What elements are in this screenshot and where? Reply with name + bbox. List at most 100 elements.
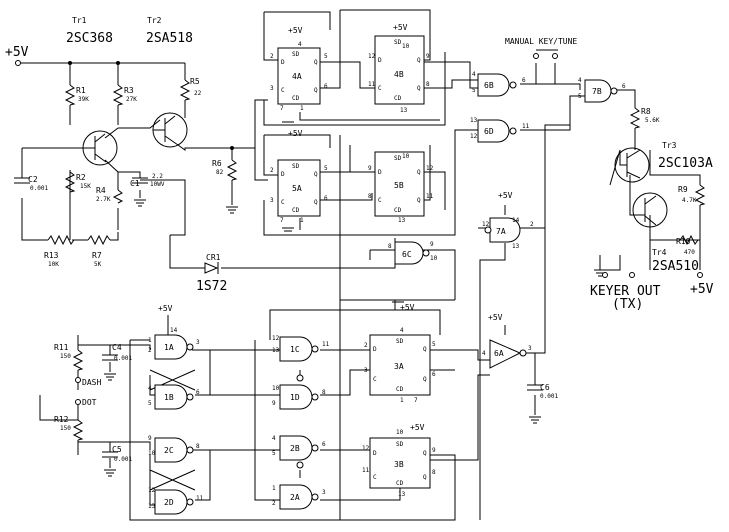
svg-text:2: 2 xyxy=(364,342,368,349)
svg-text:8: 8 xyxy=(432,469,436,476)
svg-text:3: 3 xyxy=(270,197,274,204)
gate-1d-label: 1D xyxy=(290,393,300,402)
manual-key-label: MANUAL KEY/TUNE xyxy=(505,37,577,46)
ff-3a-sd: SD xyxy=(396,338,404,345)
svg-text:5: 5 xyxy=(148,400,152,407)
svg-text:1: 1 xyxy=(148,337,152,344)
svg-text:14: 14 xyxy=(170,327,178,334)
supply-label-3b: +5V xyxy=(410,423,425,432)
ff-3a-q: Q xyxy=(423,346,427,353)
gate-6a xyxy=(489,339,522,369)
svg-text:7: 7 xyxy=(414,397,418,404)
svg-text:7: 7 xyxy=(280,217,284,224)
resistor-r7 xyxy=(87,234,111,246)
svg-text:10: 10 xyxy=(148,450,156,457)
ff-5a-d: D xyxy=(281,171,285,178)
r11-value: 150 xyxy=(60,353,71,360)
gate-2c-label: 2C xyxy=(164,446,174,455)
ff-3b-d: D xyxy=(373,450,377,457)
resistor-r6 xyxy=(226,159,238,181)
svg-text:2: 2 xyxy=(270,167,274,174)
svg-text:7: 7 xyxy=(280,105,284,112)
r4-value: 2.7K xyxy=(96,196,111,203)
svg-text:5: 5 xyxy=(472,87,476,94)
svg-text:13: 13 xyxy=(398,491,406,498)
ff-5b-sd: SD xyxy=(394,155,402,162)
supply-label-7a: +5V xyxy=(498,191,513,200)
svg-text:13: 13 xyxy=(512,243,520,250)
svg-text:13: 13 xyxy=(398,217,406,224)
svg-text:11: 11 xyxy=(362,467,370,474)
gate-6b-label: 6B xyxy=(484,81,494,90)
gate-1c-label: 1C xyxy=(290,345,300,354)
ff-3a-d: D xyxy=(373,346,377,353)
ff-4b-sd: SD xyxy=(394,39,402,46)
r8-ref: R8 xyxy=(641,107,651,116)
svg-text:1: 1 xyxy=(400,397,404,404)
supply-label-3a: +5V xyxy=(400,303,415,312)
ff-5b-c: C xyxy=(378,197,382,204)
tr3-part: 2SC103A xyxy=(658,156,713,171)
resistor-r4 xyxy=(112,189,124,204)
svg-text:1: 1 xyxy=(300,217,304,224)
ff-3b-label: 3B xyxy=(394,460,404,469)
tr2-ref: Tr2 xyxy=(147,16,162,25)
r2-ref: R2 xyxy=(76,173,86,182)
svg-text:13: 13 xyxy=(470,117,478,124)
transistor-tr3 xyxy=(614,147,650,183)
tr2-part: 2SA518 xyxy=(146,31,193,46)
flipflop-3a xyxy=(369,334,431,396)
ff-5a-q: Q xyxy=(314,171,318,178)
r9-value: 4.7K xyxy=(682,197,697,204)
svg-text:6: 6 xyxy=(322,441,326,448)
svg-text:1: 1 xyxy=(300,105,304,112)
ff-4a-c: C xyxy=(281,87,285,94)
gate-7b-label: 7B xyxy=(592,87,602,96)
svg-text:11: 11 xyxy=(196,495,204,502)
c2-value: 0.001 xyxy=(30,185,48,192)
ff-3a-cd: CD xyxy=(396,386,404,393)
keyer-out-label: KEYER OUT xyxy=(590,284,661,299)
svg-text:4: 4 xyxy=(472,71,476,78)
svg-text:5: 5 xyxy=(578,93,582,100)
svg-text:13: 13 xyxy=(148,503,156,510)
r12-ref: R12 xyxy=(54,415,69,424)
svg-text:4: 4 xyxy=(298,41,302,48)
svg-text:13: 13 xyxy=(272,347,280,354)
svg-text:9: 9 xyxy=(272,400,276,407)
gate-1a-label: 1A xyxy=(164,343,174,352)
svg-text:3: 3 xyxy=(196,339,200,346)
svg-text:6: 6 xyxy=(196,389,200,396)
ff-5a-cd: CD xyxy=(292,207,300,214)
ff-4a-d: D xyxy=(281,59,285,66)
svg-text:5: 5 xyxy=(432,341,436,348)
gate-6c-label: 6C xyxy=(402,250,412,259)
ff-5a-qbar: Q xyxy=(314,199,318,206)
ff-5b-qbar: Q xyxy=(417,197,421,204)
ff-5b-d: D xyxy=(378,169,382,176)
svg-text:6: 6 xyxy=(324,195,328,202)
ff-4a-q: Q xyxy=(314,59,318,66)
svg-text:10: 10 xyxy=(396,429,404,436)
gate-7a-label: 7A xyxy=(496,227,506,236)
c4-value: 0.001 xyxy=(114,355,132,362)
svg-text:5: 5 xyxy=(324,165,328,172)
ff-4b-label: 4B xyxy=(394,70,404,79)
r5-value: 22 xyxy=(194,90,202,97)
text-labels: +5V +5V +5V +5V +5V +5V +5V +5V +5V +5V … xyxy=(5,16,714,507)
flipflop-3b xyxy=(369,437,431,489)
gate-7a xyxy=(489,217,521,243)
flipflop-4b xyxy=(374,35,425,105)
svg-text:11: 11 xyxy=(322,341,330,348)
supply-label: +5V xyxy=(5,45,29,60)
flipflop-5b xyxy=(374,151,425,217)
r1-value: 39K xyxy=(78,96,89,103)
resistor-r5 xyxy=(179,79,191,101)
ff-5a-sd: SD xyxy=(292,163,300,170)
gate-6b xyxy=(477,73,510,97)
svg-text:9: 9 xyxy=(426,53,430,60)
ff-4b-c: C xyxy=(378,85,382,92)
ff-3b-sd: SD xyxy=(396,441,404,448)
